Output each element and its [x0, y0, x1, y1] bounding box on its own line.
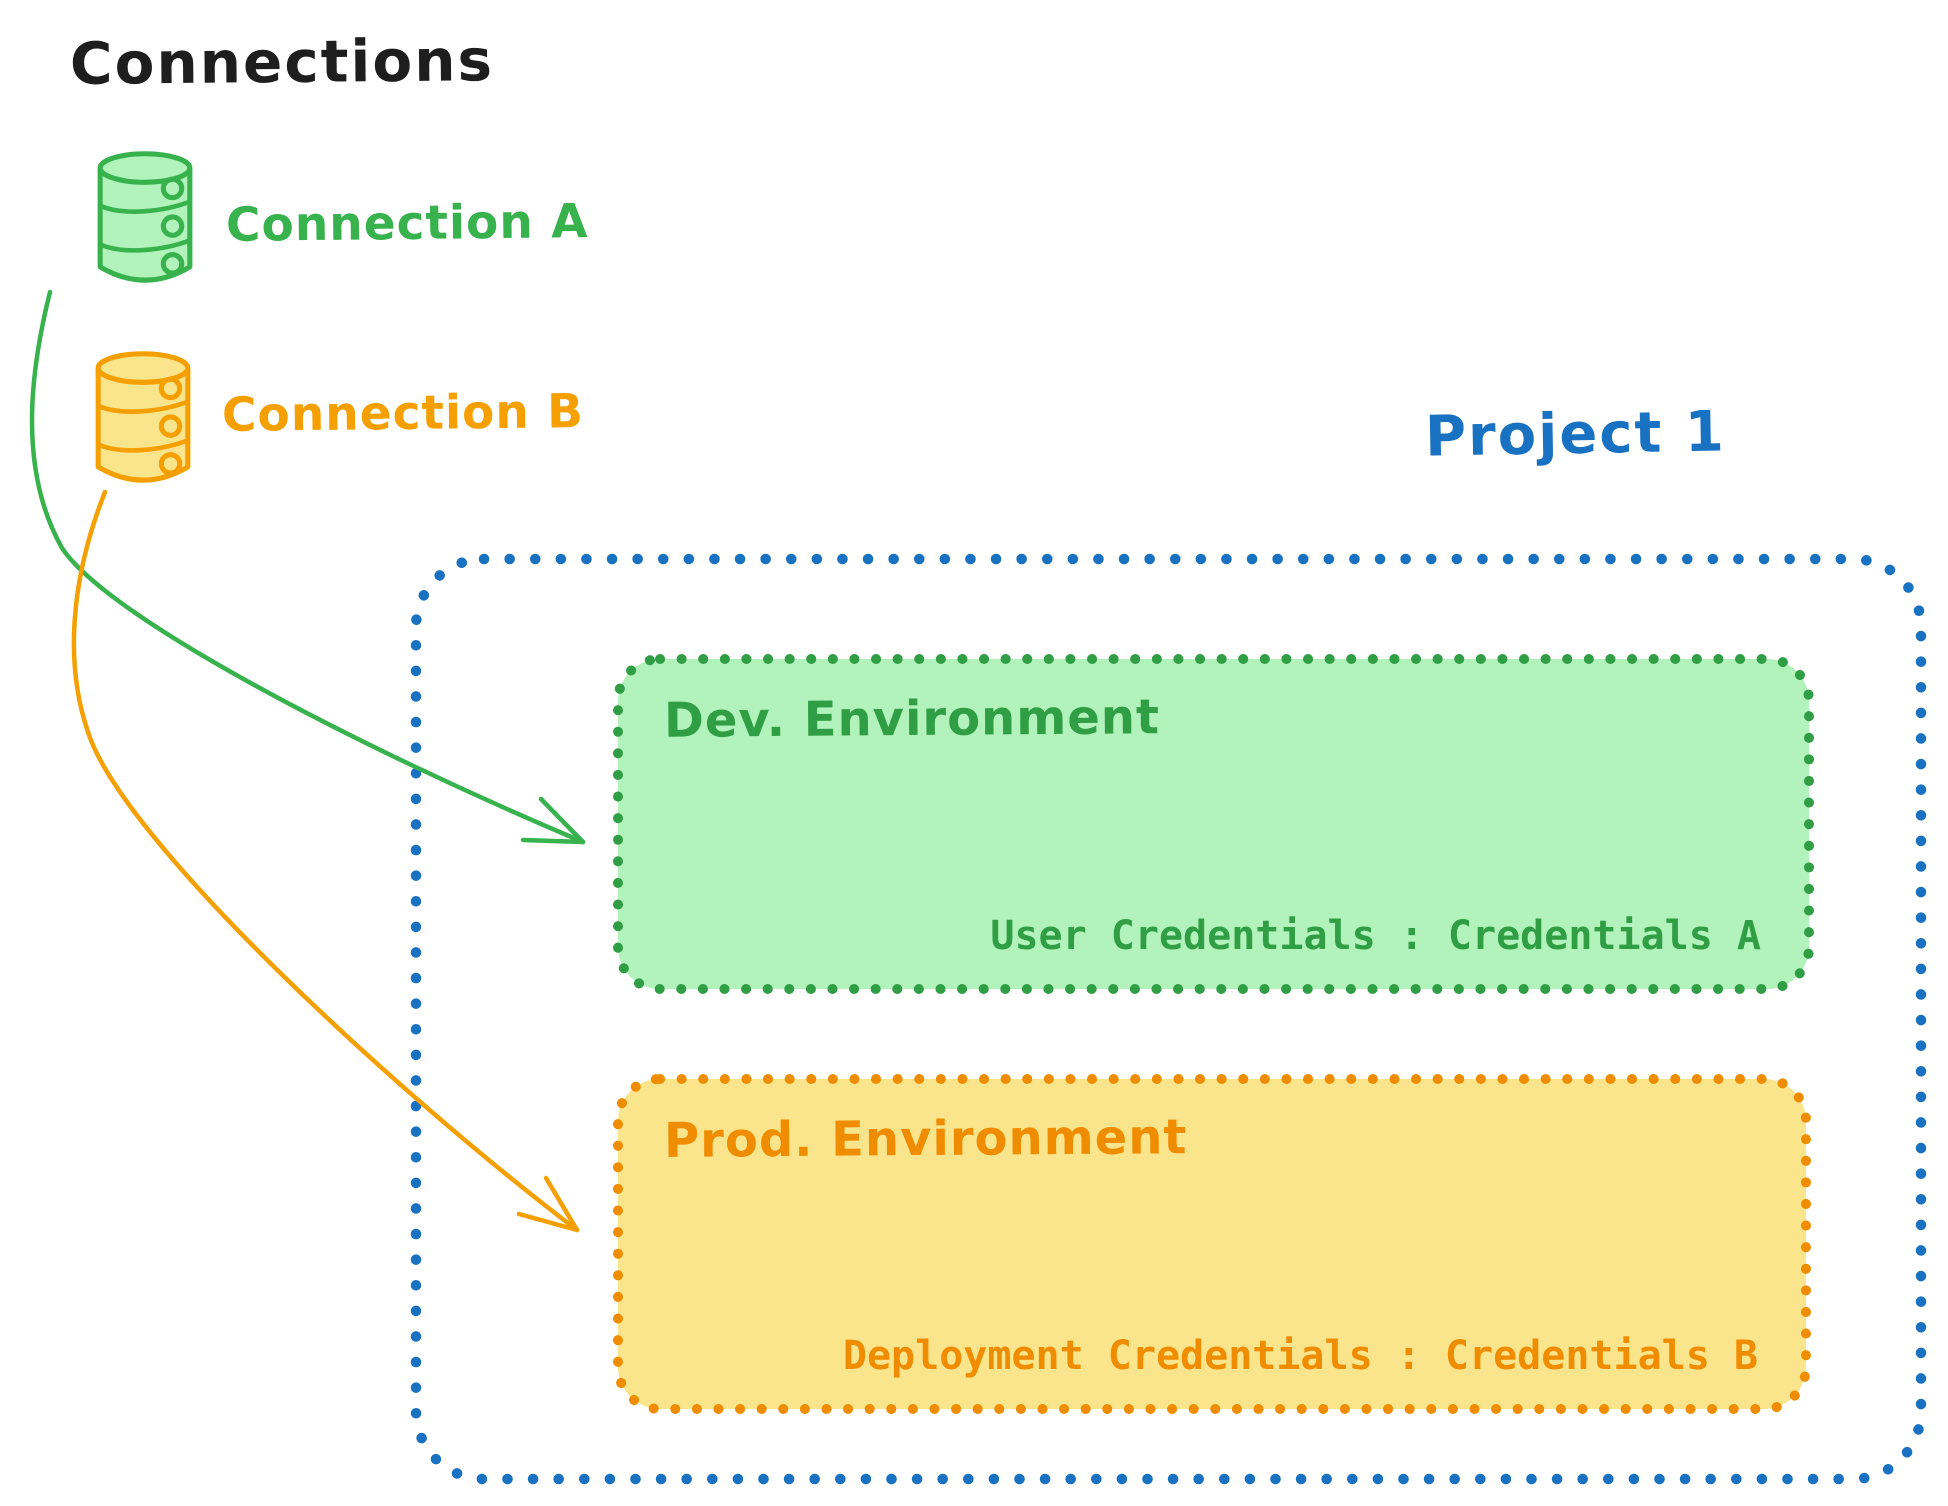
database-icon-connection-a [97, 151, 193, 283]
prod-environment-credentials: Deployment Credentials : Credentials B [842, 1333, 1758, 1379]
dev-environment-credentials: User Credentials : Credentials A [990, 913, 1761, 959]
database-icon-connection-b [95, 351, 191, 483]
connection-b-label: Connection B [221, 384, 585, 443]
diagram-title: Connections [69, 26, 495, 98]
dev-environment-box: Dev. Environment User Credentials : Cred… [612, 653, 1815, 995]
project-title: Project 1 [1424, 399, 1727, 470]
dev-environment-border [613, 654, 1814, 994]
connection-a-label: Connection A [225, 194, 589, 253]
prod-environment-border [613, 1074, 1811, 1414]
prod-environment-label: Prod. Environment [663, 1109, 1188, 1169]
project-box-border [410, 553, 1927, 1485]
prod-environment-box: Prod. Environment Deployment Credentials… [612, 1073, 1812, 1415]
project-box [410, 553, 1927, 1485]
dev-environment-label: Dev. Environment [663, 689, 1161, 749]
